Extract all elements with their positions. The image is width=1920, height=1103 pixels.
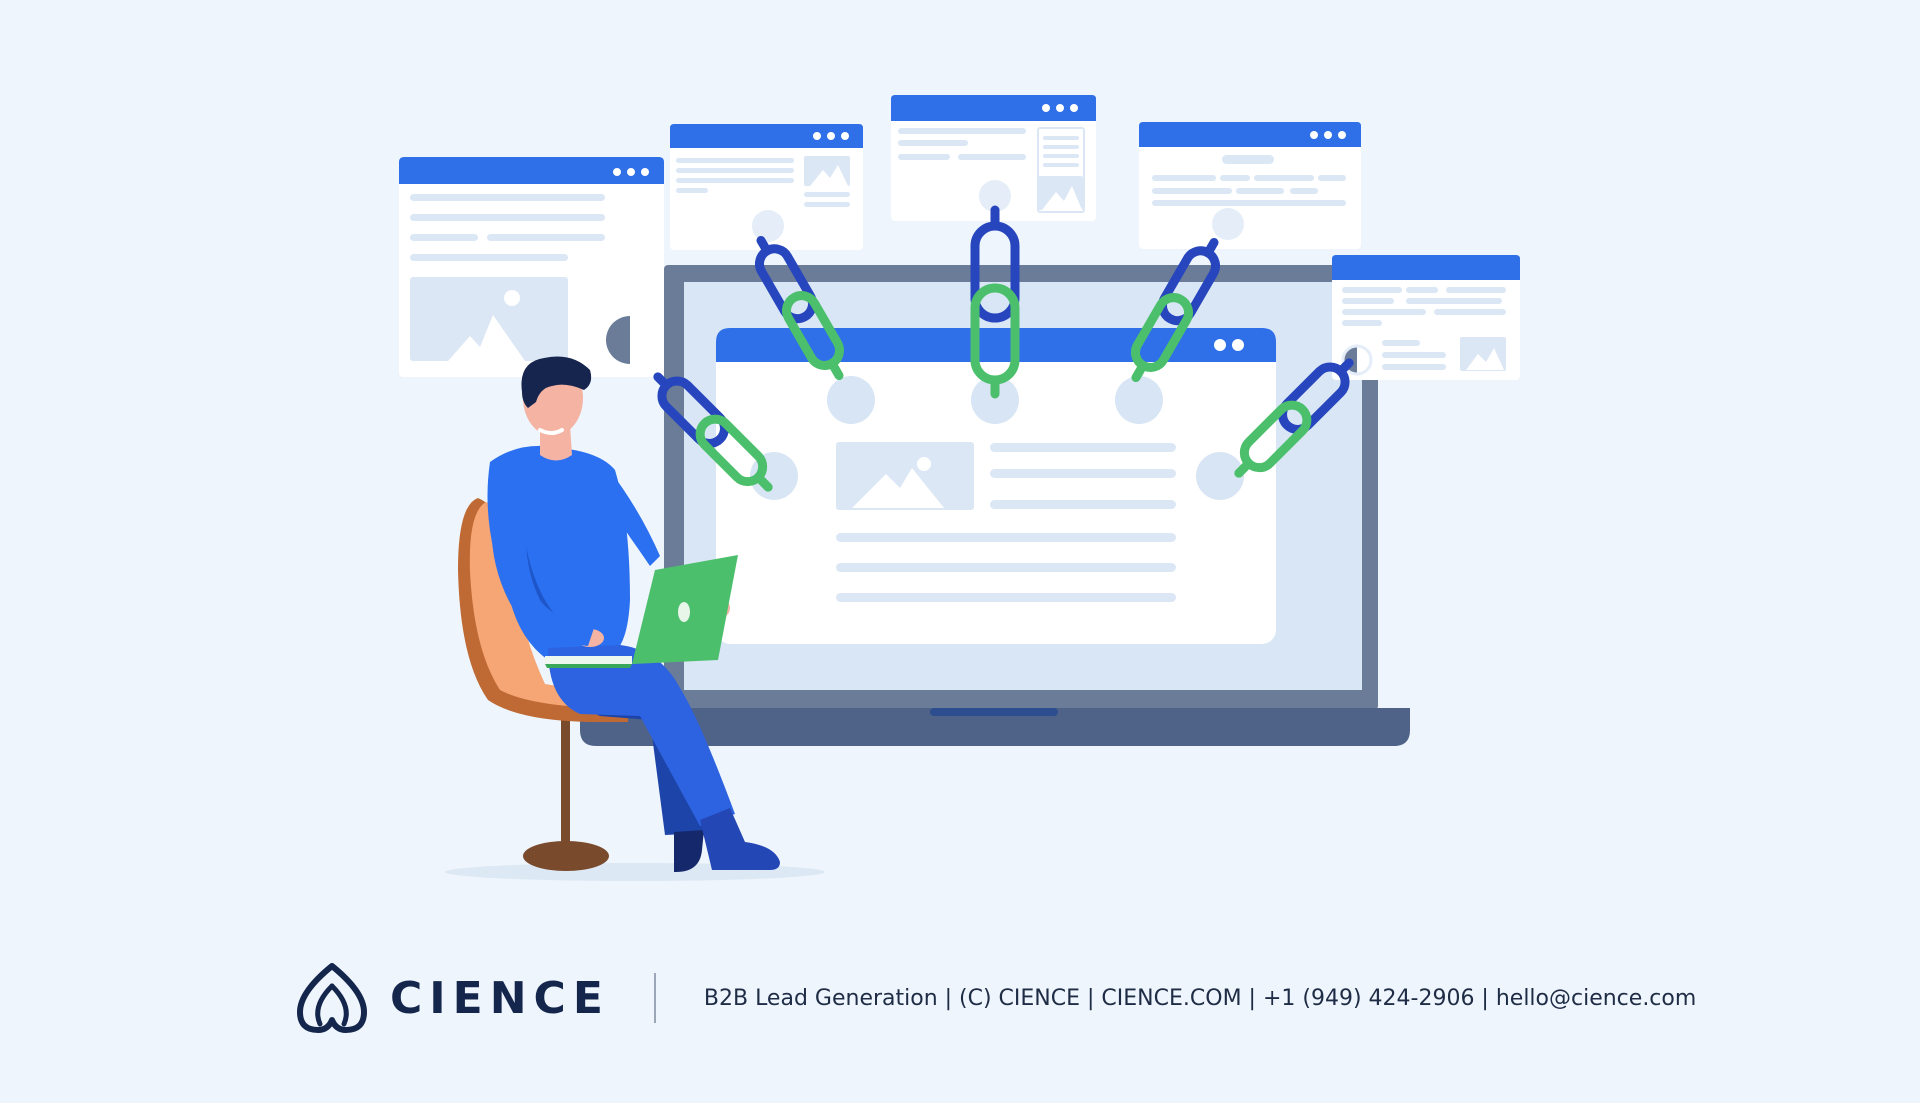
browser-window-4 [1139, 122, 1361, 249]
person-front-arm [491, 486, 594, 646]
footer-contact-line: B2B Lead Generation | (C) CIENCE | CIENC… [703, 985, 1697, 1011]
laptop-icon [545, 555, 738, 668]
chain-link-icon [1131, 237, 1220, 383]
chain-link-icon [653, 372, 773, 492]
center-browser-window [716, 328, 1276, 644]
chain-link-icon [1234, 358, 1354, 478]
browser-window-5 [1332, 255, 1520, 380]
footer-bar: CIENCE B2B Lead Generation | (C) CIENCE … [294, 962, 1696, 1034]
chain-link-icon [755, 235, 844, 381]
brand-name: CIENCE [390, 972, 610, 1024]
browser-window-3 [891, 95, 1096, 221]
browser-window-1 [399, 157, 664, 377]
chain-link-icon [970, 205, 1020, 399]
cience-leaf-icon [297, 963, 367, 1033]
browser-window-2 [670, 124, 863, 250]
footer-divider [653, 973, 656, 1023]
